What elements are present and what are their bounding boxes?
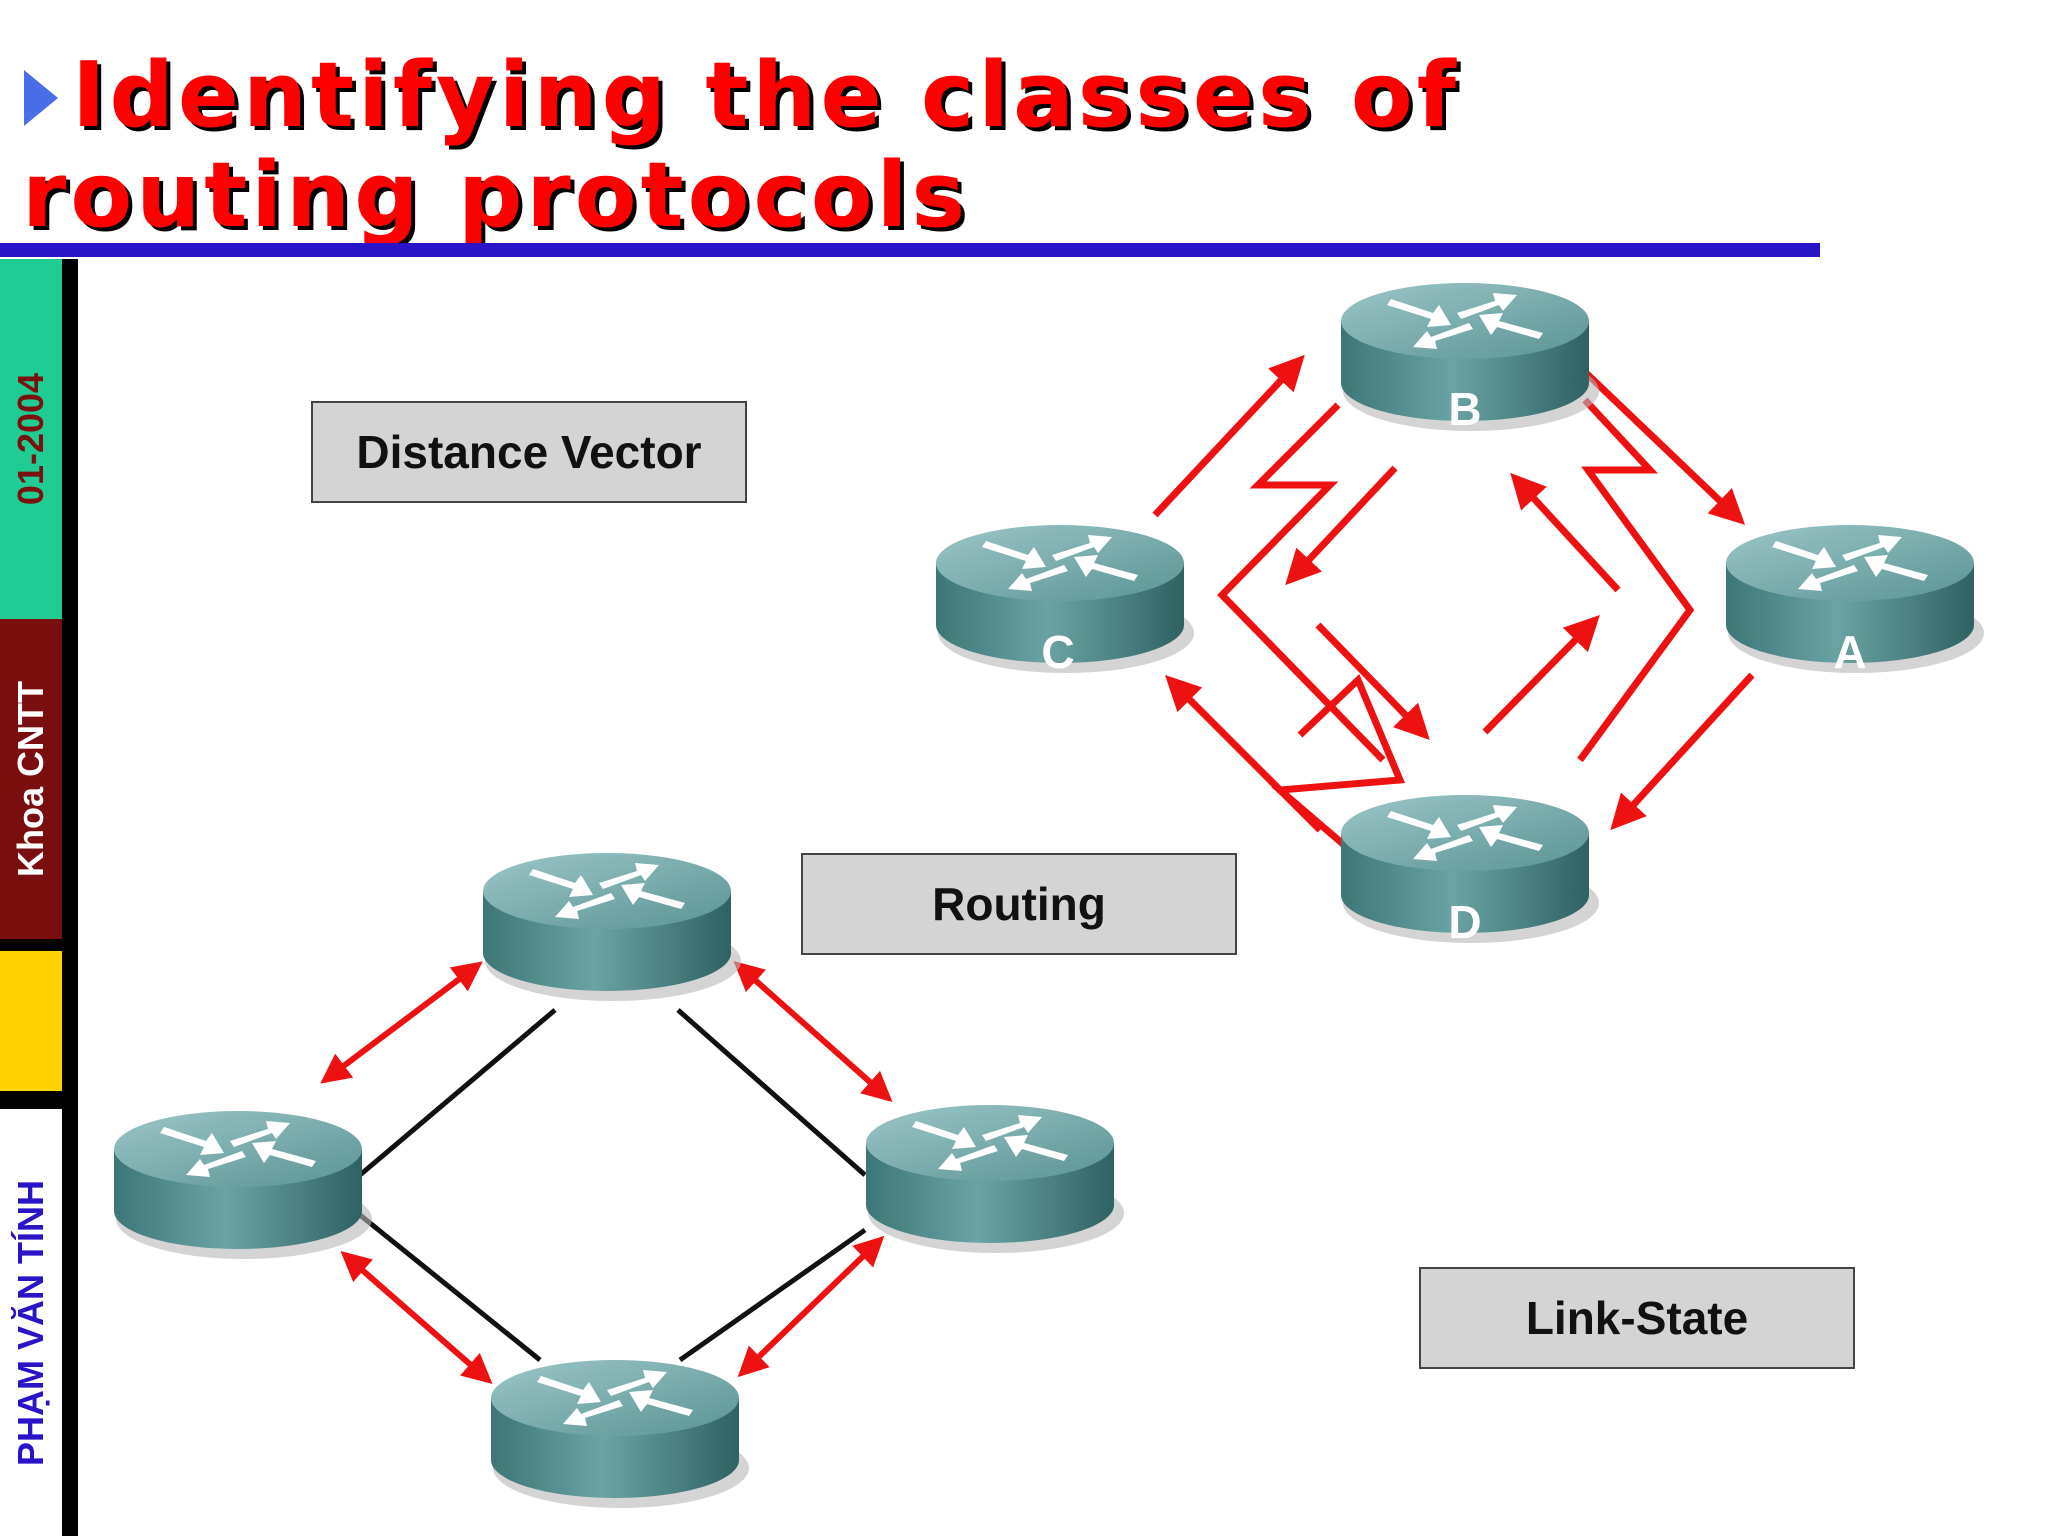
title-bullet-icon — [24, 70, 58, 126]
router-d: D — [1341, 795, 1599, 948]
router-d-label: D — [1448, 896, 1481, 948]
title-underline — [0, 243, 1820, 257]
router-c: C — [936, 525, 1194, 678]
distance-vector-links — [1217, 397, 1695, 853]
page-title: Identifying the classes of routing proto… — [22, 43, 1460, 248]
link-state-arrows — [320, 961, 893, 1384]
sidebar-department: Khoa CNTT — [0, 619, 62, 939]
sidebar-edge — [62, 259, 78, 1536]
sidebar-divider — [0, 939, 62, 951]
link-state-router-bottom — [491, 1360, 749, 1508]
link-state-label: Link-State — [1419, 1267, 1855, 1369]
router-a-label: A — [1833, 626, 1866, 678]
distance-vector-label: Distance Vector — [311, 401, 747, 503]
distance-vector-arrows — [1152, 354, 1755, 833]
router-b: B — [1341, 283, 1599, 435]
link-state-router-left — [114, 1111, 372, 1259]
link-state-links — [358, 1008, 867, 1363]
router-a: A — [1726, 525, 1984, 678]
link-state-router-top — [483, 853, 741, 1001]
sidebar-divider — [0, 1091, 62, 1109]
sidebar-author: PHẠM VĂN TÍNH — [0, 1109, 62, 1536]
sidebar-yellow-block — [0, 951, 62, 1091]
router-b-label: B — [1448, 383, 1481, 435]
router-c-label: C — [1041, 626, 1074, 678]
routing-label: Routing — [801, 853, 1237, 955]
sidebar-date: 01-2004 — [0, 259, 62, 619]
link-state-router-right — [866, 1105, 1124, 1253]
